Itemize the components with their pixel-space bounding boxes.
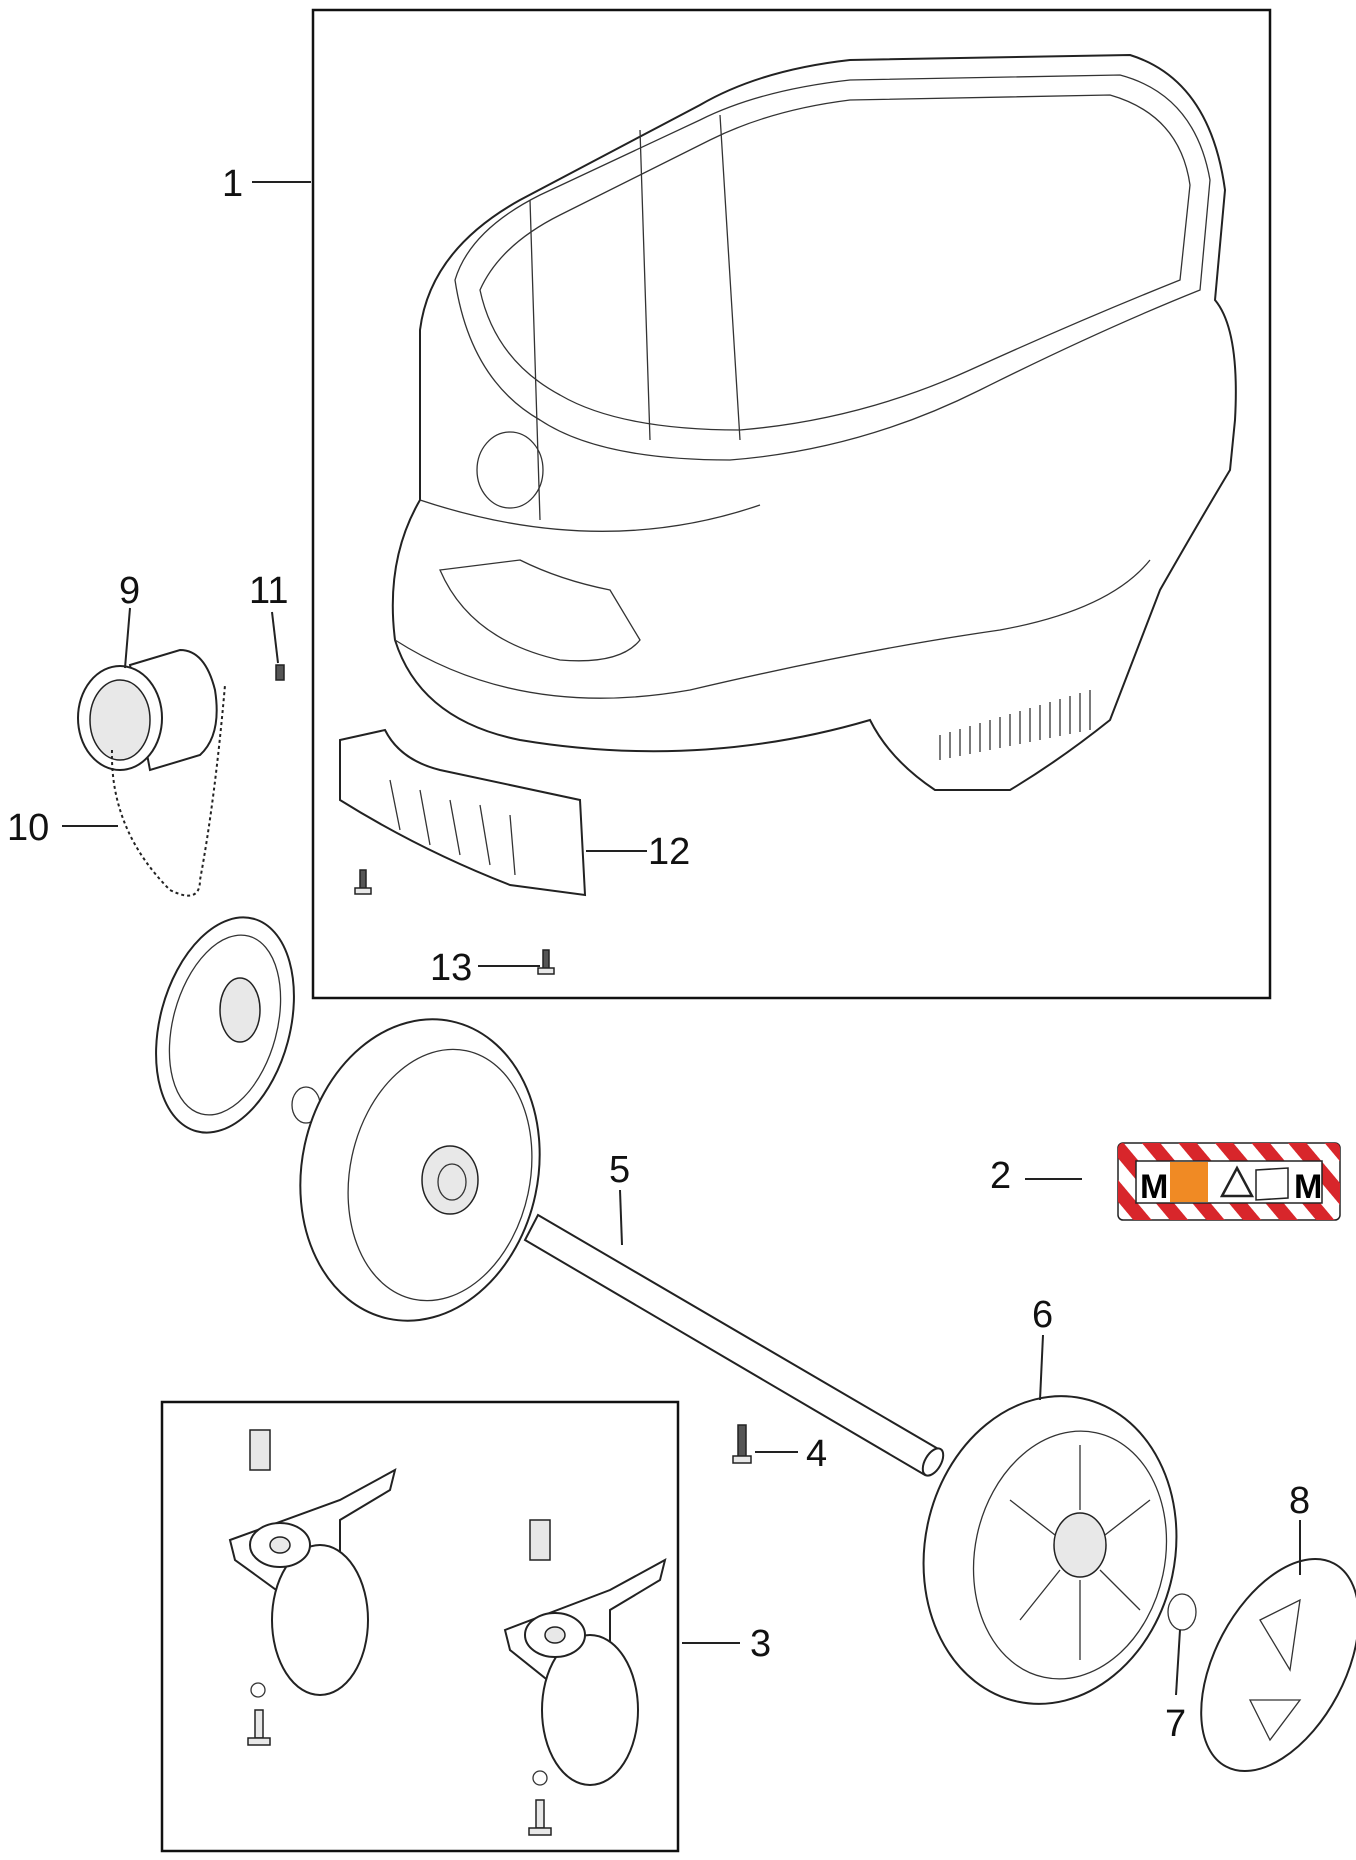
part-2-warning-sticker[interactable]: M M (1117, 1142, 1341, 1221)
part-6-wheel-right[interactable] (896, 1372, 1205, 1727)
caster-assembly-frame (160, 1400, 680, 1853)
manual-info-icon (1255, 1167, 1289, 1201)
part-7-retaining-ring[interactable] (1167, 1593, 1197, 1631)
part-13-screw[interactable] (354, 869, 555, 975)
callout-9: 9 (119, 570, 140, 612)
part-1-tank[interactable] (391, 53, 1237, 791)
callout-6: 6 (1032, 1294, 1053, 1336)
part-11-screw[interactable] (275, 664, 285, 681)
callout-13: 13 (430, 947, 472, 989)
callout-10: 10 (7, 807, 49, 849)
part-3-caster-right[interactable] (503, 1519, 667, 1836)
orange-warning-square-icon (1170, 1162, 1208, 1202)
part-5-axle[interactable] (523, 1213, 947, 1479)
callout-10-11: 11 (249, 570, 288, 612)
callout-8: 8 (1289, 1480, 1310, 1522)
wheel-left[interactable] (273, 997, 567, 1343)
callout-7: 7 (1165, 1703, 1186, 1745)
leader-lines (62, 181, 1301, 1696)
tank-assembly-frame (311, 8, 1272, 1000)
part-12-front-bumper[interactable] (339, 728, 587, 897)
part-4-screw[interactable] (732, 1424, 752, 1464)
hub-cap-left[interactable] (134, 902, 317, 1148)
part-3-caster-left[interactable] (228, 1429, 397, 1746)
callout-2: 2 (990, 1155, 1011, 1197)
callout-3: 3 (750, 1623, 771, 1665)
sticker-letter-left: M (1140, 1168, 1168, 1206)
callout-12: 12 (648, 831, 690, 873)
callout-5: 5 (609, 1149, 630, 1191)
part-9-cap[interactable] (77, 648, 218, 772)
warning-triangle-icon (1219, 1165, 1255, 1198)
part-8-hub-cap[interactable] (1169, 1533, 1356, 1797)
sticker-letter-right: M (1294, 1168, 1322, 1206)
callout-1: 1 (222, 163, 243, 205)
callout-4: 4 (806, 1433, 827, 1475)
part-10-chain[interactable] (110, 684, 226, 897)
